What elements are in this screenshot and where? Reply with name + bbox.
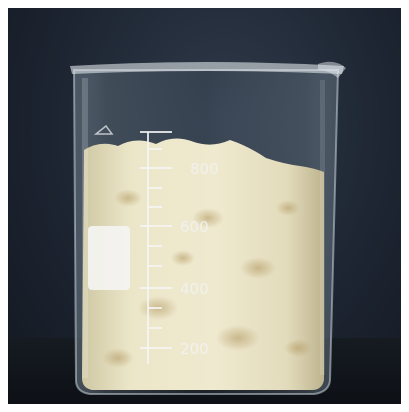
beaker-logo-icon (93, 124, 114, 135)
graduation-label-200: 200 (180, 340, 209, 358)
powder-contents (82, 138, 324, 390)
beaker-rim (70, 62, 344, 74)
beaker-illustration: 800 600 400 200 (70, 61, 346, 395)
graduation-label-600: 600 (180, 218, 209, 236)
beaker-label-patch (88, 226, 130, 290)
graduation-label-800: 800 (190, 160, 219, 178)
photo: 800 600 400 200 (8, 8, 401, 404)
powder-texture (102, 189, 312, 368)
graduation-label-400: 400 (180, 280, 209, 298)
graduation-scale (140, 131, 172, 364)
